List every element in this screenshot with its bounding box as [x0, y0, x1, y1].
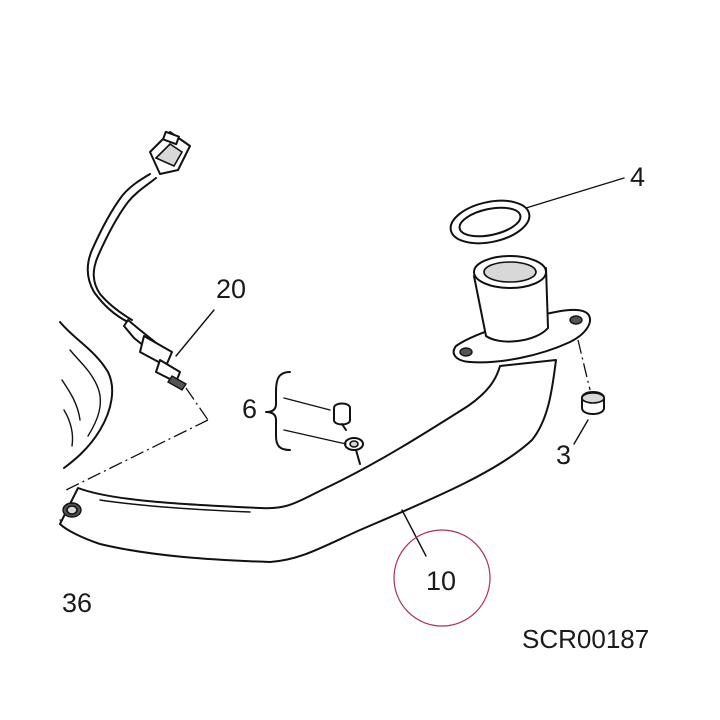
- callout-10: 10: [426, 566, 456, 596]
- brace-6: [265, 371, 291, 451]
- exhaust-header-pipe: [59, 359, 557, 563]
- highlight-circle: [393, 529, 491, 627]
- exhaust-flange: [452, 255, 591, 364]
- callout-36: 36: [62, 588, 92, 618]
- callout-6: 6: [242, 394, 257, 424]
- callout-3: 3: [556, 440, 571, 470]
- gasket-ring: [449, 199, 531, 245]
- leader-lines: [175, 177, 625, 557]
- callout-4: 4: [630, 162, 645, 192]
- reference-code: SCR00187: [522, 624, 649, 654]
- oxygen-sensor: [62, 130, 209, 518]
- bolt-and-washer: [333, 402, 364, 465]
- flange-nut: [577, 339, 605, 415]
- callout-20: 20: [216, 274, 246, 304]
